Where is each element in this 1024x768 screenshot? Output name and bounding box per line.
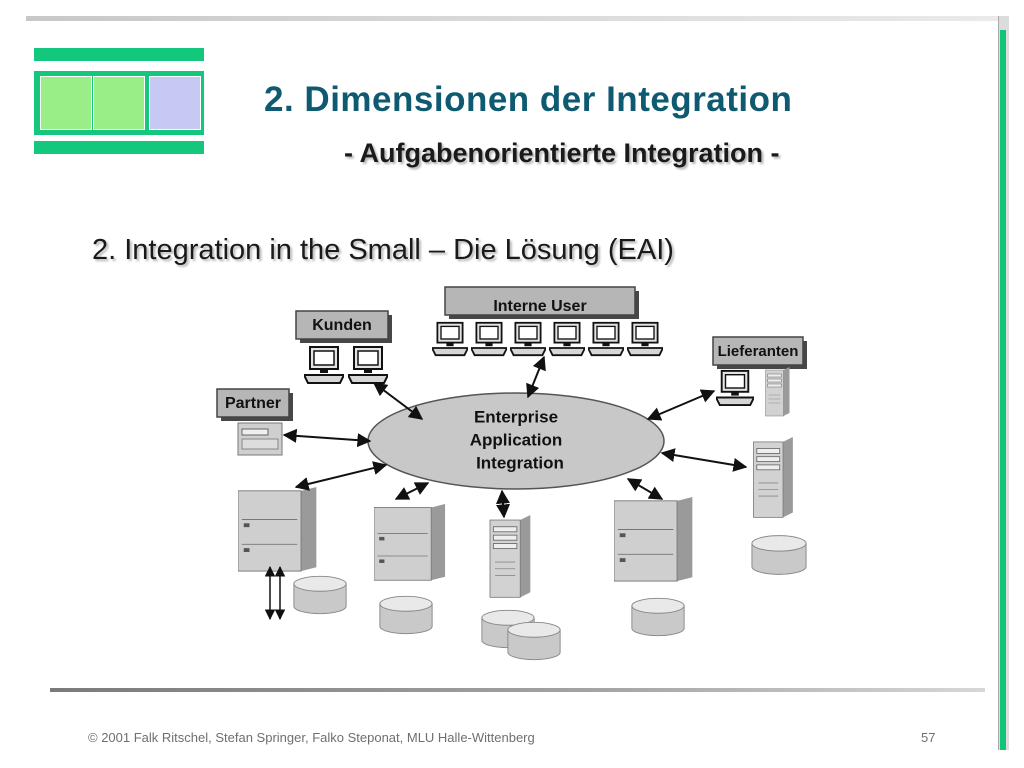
bullet-point: 2. Integration in the Small – Die Lösung…	[92, 234, 674, 266]
svg-text:Application: Application	[470, 430, 563, 449]
svg-text:Integration: Integration	[476, 453, 564, 472]
svg-text:Lieferanten: Lieferanten	[718, 343, 799, 360]
label-kunden: Kunden	[295, 310, 392, 343]
supplier-systems-icon	[716, 367, 790, 417]
eai-hub: Enterprise Application Integration	[367, 392, 665, 490]
footer-copyright: © 2001 Falk Ritschel, Stefan Springer, F…	[88, 730, 535, 745]
footer-separator	[50, 688, 985, 692]
svg-text:Partner: Partner	[225, 395, 281, 412]
tower-server-center-icon	[481, 515, 561, 661]
svg-text:Enterprise: Enterprise	[474, 407, 558, 426]
svg-text:Kunden: Kunden	[312, 317, 372, 334]
slide-frame-top	[26, 16, 998, 21]
svg-text:Interne User: Interne User	[493, 298, 586, 315]
eai-diagram: Interne User Kunden Lieferanten Partner	[216, 286, 807, 661]
label-lieferanten: Lieferanten	[712, 336, 807, 369]
slide-title: 2. Dimensionen der Integration	[264, 80, 793, 119]
server-center-right-icon	[614, 497, 693, 637]
customer-pcs-icon	[304, 346, 388, 384]
connection-arrows	[282, 355, 748, 519]
slide-accent-bar	[1000, 30, 1006, 750]
partner-system-icon	[237, 422, 283, 456]
label-interne-user: Interne User	[444, 286, 639, 319]
server-center-left-icon	[374, 503, 446, 635]
slide-subtitle: - Aufgabenorientierte Integration -	[344, 138, 780, 168]
page-number: 57	[921, 730, 936, 745]
tower-server-right-icon	[751, 437, 807, 575]
label-partner: Partner	[216, 388, 293, 421]
internal-user-workstations-icon	[432, 321, 663, 357]
mainframe-server-left-icon	[238, 487, 347, 621]
logo-block-icon	[34, 48, 206, 156]
